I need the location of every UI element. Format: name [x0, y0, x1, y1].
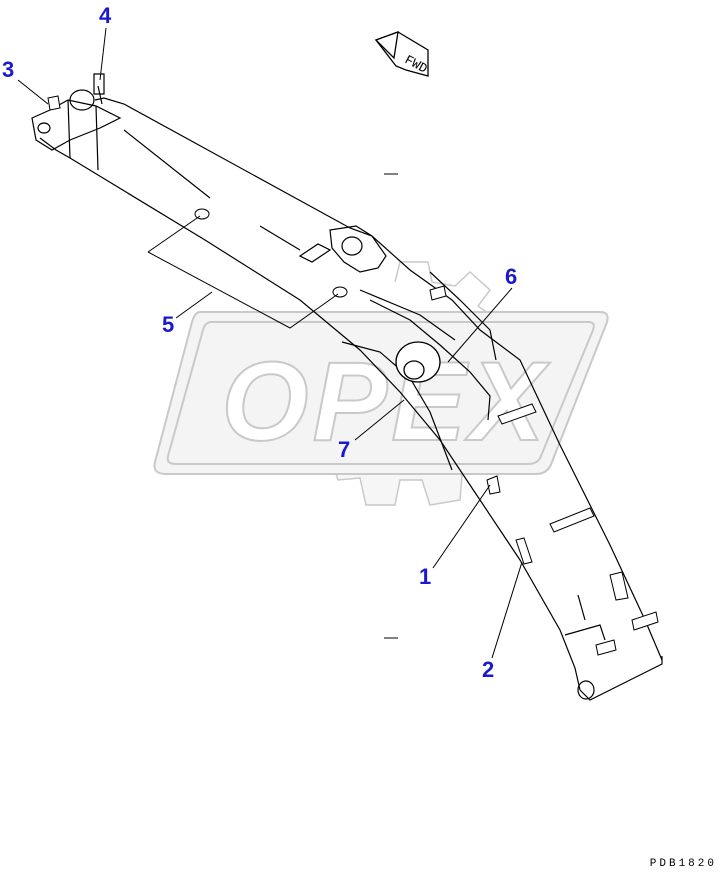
arm-mid-line — [123, 129, 301, 251]
arm-bucket-end — [579, 656, 663, 701]
leader-7 — [354, 399, 405, 441]
clamp-arm-a — [497, 403, 537, 425]
arm-bend-pin — [341, 236, 363, 256]
leader-2 — [491, 561, 523, 659]
arm-head-side — [67, 99, 99, 171]
forward-arrow-head — [374, 31, 399, 60]
callout-5: 5 — [162, 312, 175, 337]
arm-bend-bracket — [329, 225, 387, 273]
clamp-arm-c — [631, 611, 659, 631]
clamp-lower-arm — [609, 571, 629, 601]
leader-1 — [432, 484, 491, 569]
clamp-2 — [515, 537, 533, 565]
callout-4: 4 — [99, 3, 112, 28]
clamp-top — [47, 95, 61, 111]
leader-lines — [17, 27, 523, 659]
hose-line-mid — [359, 289, 456, 341]
leader-4 — [99, 27, 107, 81]
watermark-frame-inner — [166, 321, 595, 465]
arm-bend-lug — [298, 243, 332, 263]
watermark-gear-top — [394, 261, 493, 317]
swivel-hub-inner — [403, 360, 425, 380]
clamp-bend — [429, 285, 447, 301]
leader-3 — [17, 79, 49, 105]
center-marks — [384, 173, 398, 639]
forward-marker: FWD — [374, 31, 430, 77]
hose-line-upper — [369, 299, 491, 421]
arm-bottom-edge — [39, 137, 581, 691]
hose-line-right — [429, 271, 497, 361]
hose-lines — [341, 271, 497, 471]
clamp-arm-d — [595, 639, 617, 656]
arm-lower-detail — [564, 594, 606, 641]
clamps — [47, 95, 659, 656]
drawing-code: PDB1820 — [649, 858, 717, 870]
arm-top-edge — [94, 97, 663, 661]
leader-6 — [447, 287, 513, 363]
callout-2: 2 — [482, 657, 495, 682]
leader-5 — [147, 215, 339, 329]
arm-head-pin-left — [37, 122, 51, 134]
callout-6: 6 — [505, 264, 518, 289]
callout-3: 3 — [2, 57, 15, 82]
watermark-text: OPEX — [221, 339, 551, 464]
swivel-hub — [395, 341, 441, 383]
callout-7: 7 — [338, 437, 351, 462]
callout-1: 1 — [419, 564, 432, 589]
clamp-1 — [486, 475, 501, 495]
clamp-arm-b — [549, 507, 595, 533]
arm-bucket-pin — [577, 680, 595, 700]
arm-head-pin — [69, 89, 95, 111]
